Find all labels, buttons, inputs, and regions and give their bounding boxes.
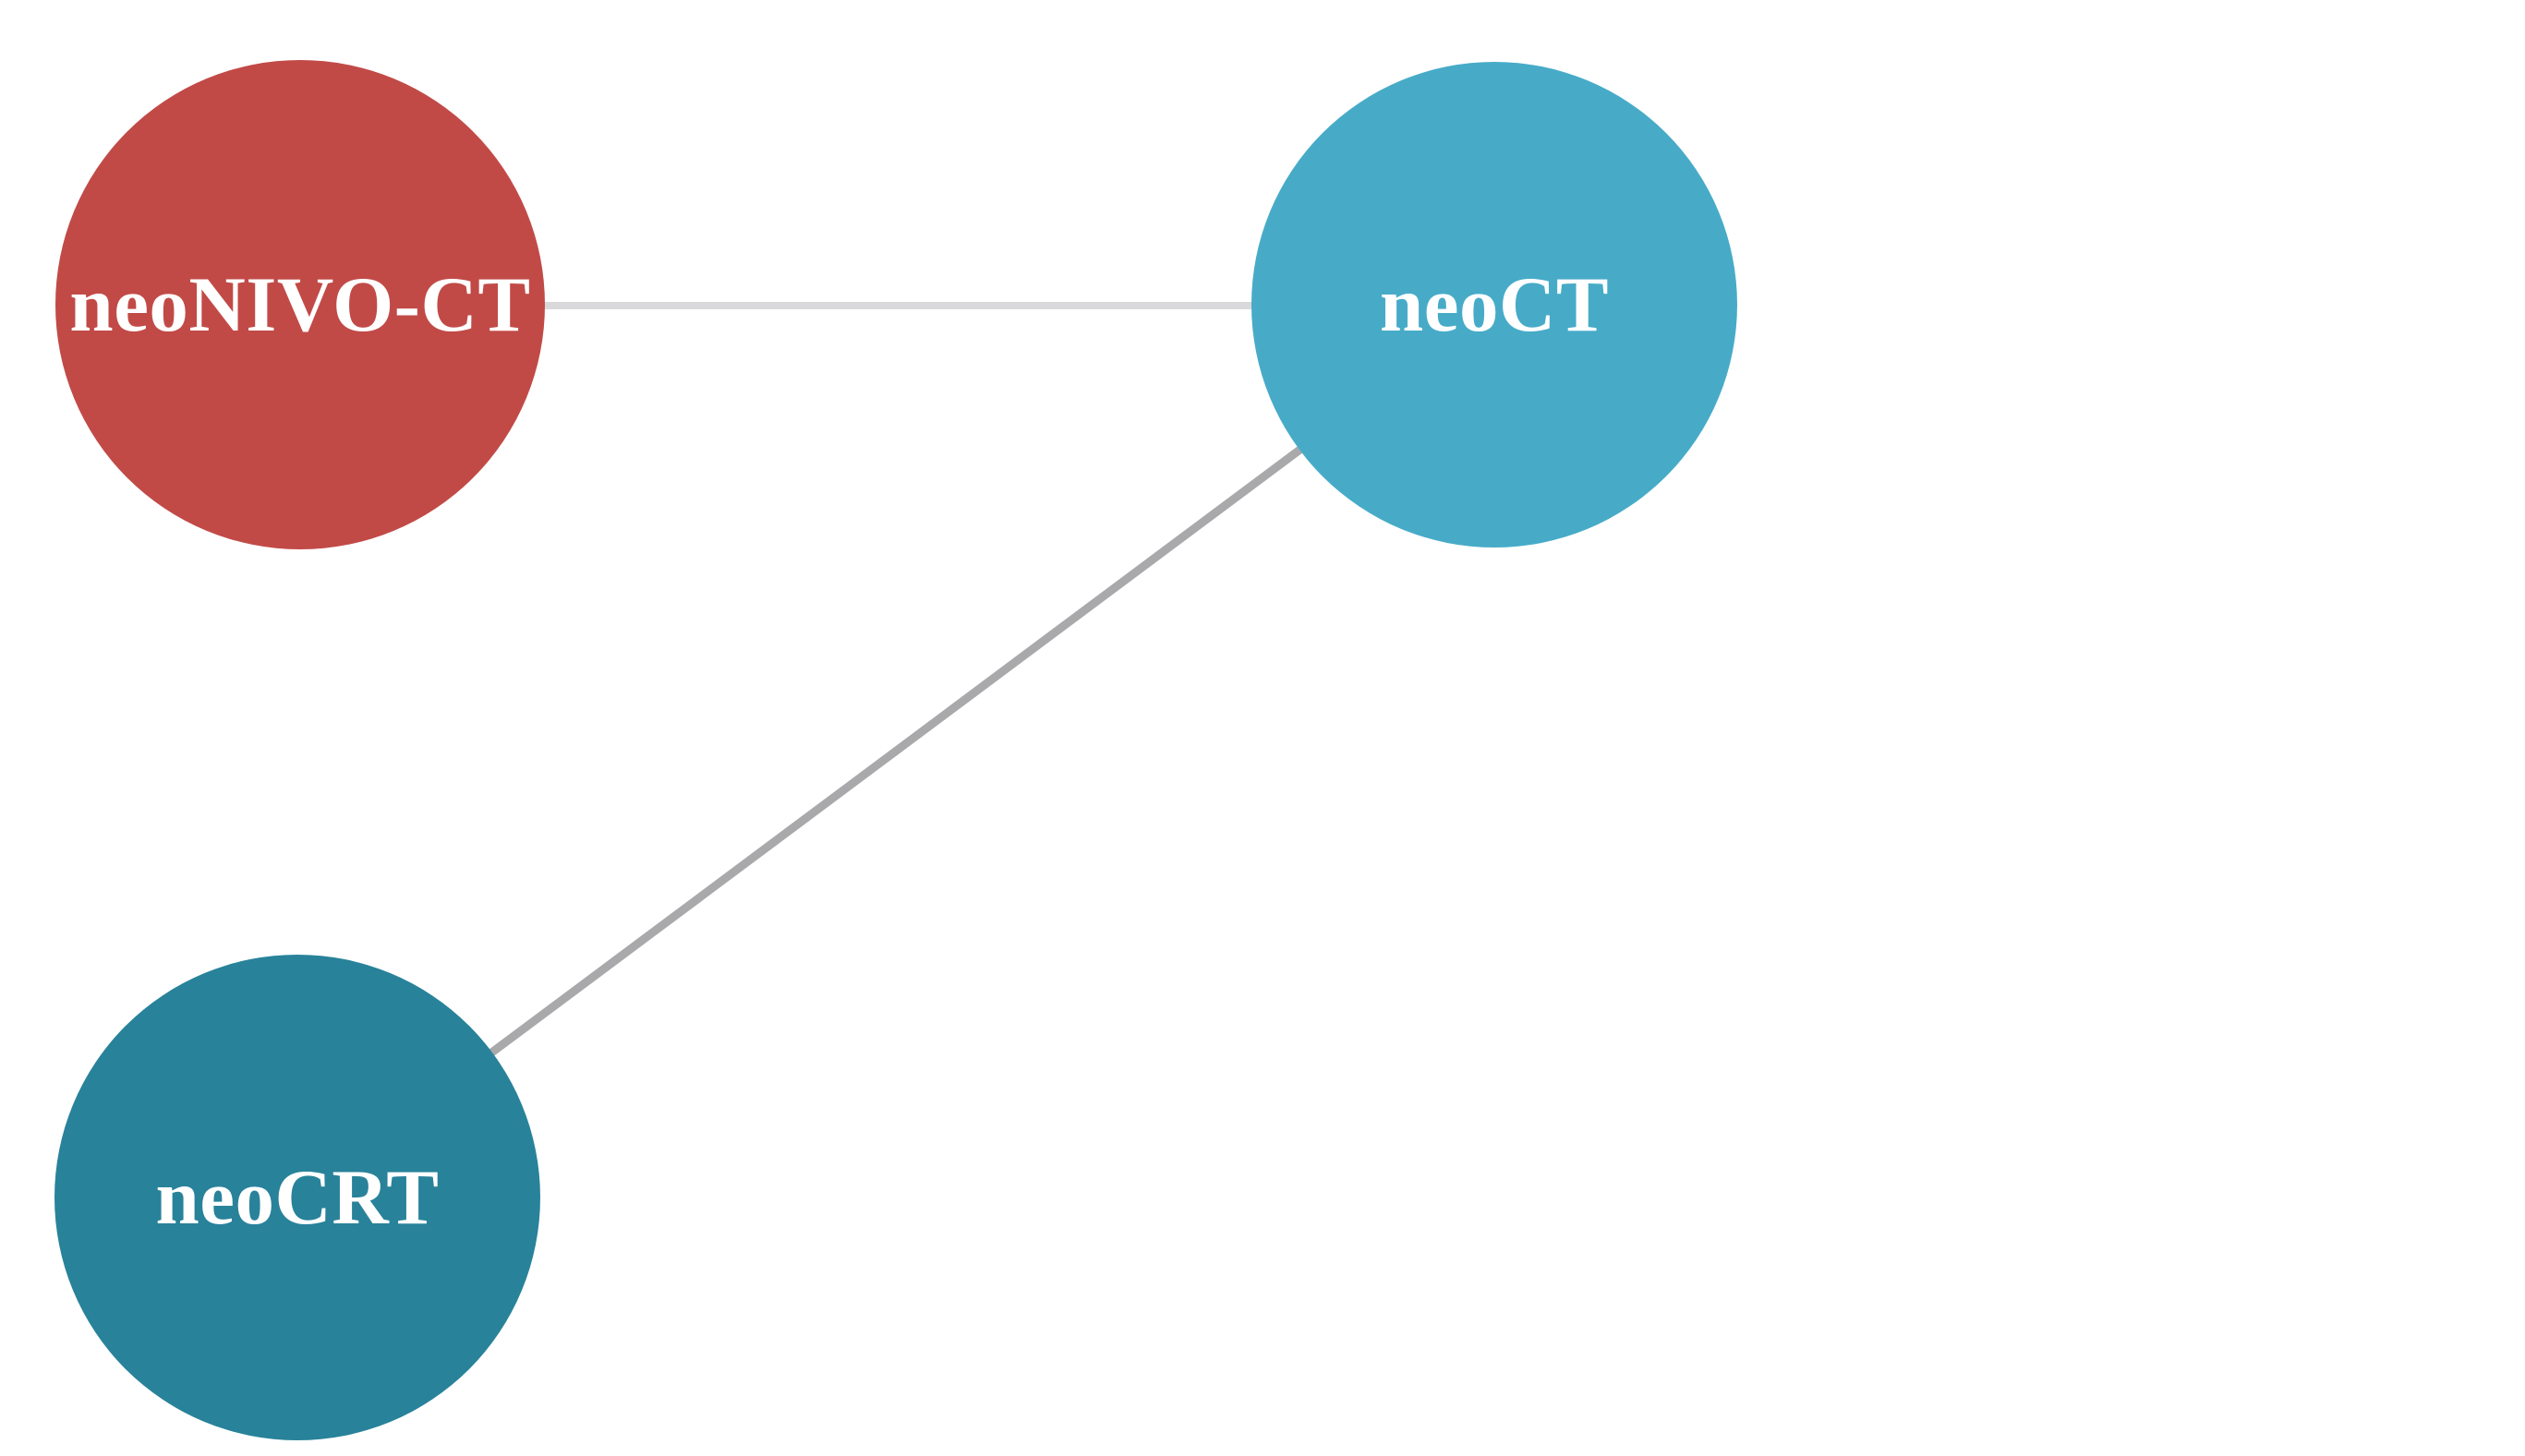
- node-label-neoct: neoCT: [1379, 260, 1610, 348]
- node-label-neonivo-ct: neoNIVO-CT: [69, 260, 531, 348]
- node-neonivo-ct: neoNIVO-CT: [55, 60, 545, 549]
- node-label-neocrt: neoCRT: [155, 1153, 440, 1241]
- node-neocrt: neoCRT: [54, 955, 540, 1440]
- edge-neocrt-to-neoct: [295, 301, 1497, 1201]
- node-neoct: neoCT: [1251, 62, 1737, 548]
